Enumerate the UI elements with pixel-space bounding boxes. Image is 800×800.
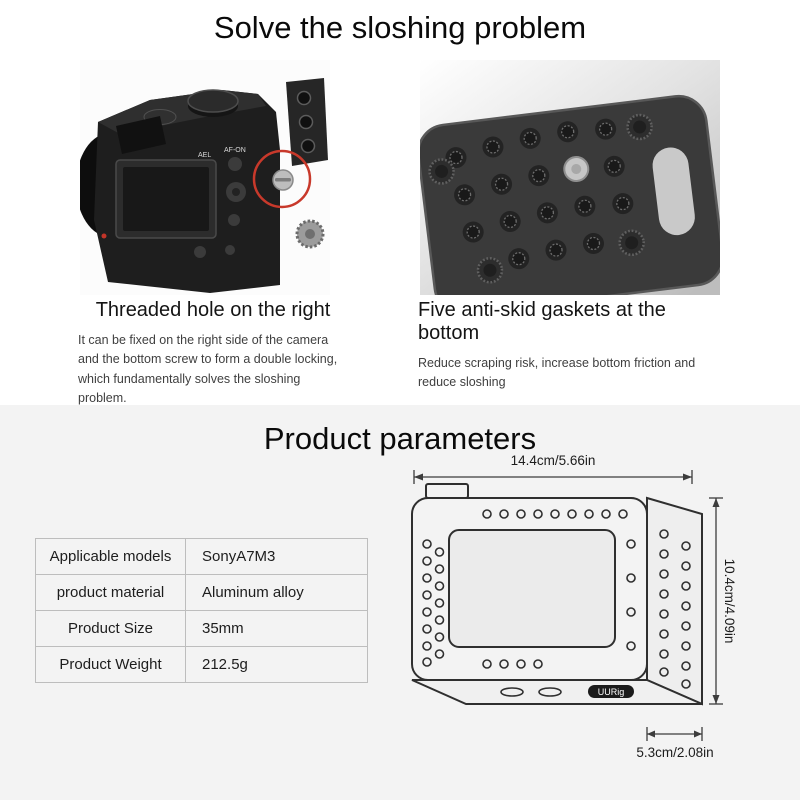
spec-table: Applicable models SonyA7M3 product mater…	[35, 538, 368, 683]
features-section: Solve the sloshing problem	[78, 10, 720, 406]
spec-value: Aluminum alloy	[185, 574, 368, 611]
feature-right-body: Reduce scraping risk, increase bottom fr…	[418, 356, 696, 390]
spec-label: Applicable models	[35, 538, 186, 575]
spec-label: product material	[35, 574, 186, 611]
height-dimension-label: 10.4cm/4.09in	[722, 559, 737, 644]
feature-left-body: It can be fixed on the right side of the…	[78, 333, 338, 406]
red-indicator-dot	[101, 233, 107, 239]
frame-opening	[448, 529, 616, 648]
depth-dimension-line	[646, 727, 703, 741]
cage-front-frame	[411, 483, 648, 681]
cage-side-plate	[646, 496, 703, 706]
thumbscrew	[295, 219, 325, 249]
spec-value: 212.5g	[185, 646, 368, 683]
spec-value: SonyA7M3	[185, 538, 368, 575]
width-dimension-line	[413, 470, 693, 484]
feature-left-heading: Threaded hole on the right	[95, 299, 331, 321]
feature-right: Five anti-skid gaskets at the bottom Red…	[418, 299, 718, 393]
camera-screen	[115, 159, 217, 239]
cold-shoe-mount	[425, 483, 469, 499]
brand-label: UURig	[598, 687, 625, 697]
parameters-title: Product parameters	[263, 421, 537, 456]
parameters-section: Product parameters Applicable models Son…	[0, 405, 800, 800]
spec-label: Product Size	[35, 610, 186, 647]
table-row: Product Size 35mm	[35, 610, 368, 647]
ael-label: AEL	[198, 152, 211, 159]
bottom-plate-photo	[420, 60, 720, 295]
plate-photo-svg	[420, 60, 720, 295]
features-title: Solve the sloshing problem	[213, 10, 587, 45]
camera-buttons	[194, 157, 246, 258]
feature-left: Threaded hole on the right It can be fix…	[78, 299, 348, 409]
cage-base-plate: UURig	[411, 679, 703, 705]
red-circle-annotation	[252, 149, 312, 209]
cage-bracket	[286, 78, 328, 166]
viewfinder-eyecup	[116, 116, 166, 154]
front-frame-holes	[422, 509, 636, 669]
height-dimension-line	[709, 497, 723, 705]
camera-photo: AF-ON AEL	[80, 60, 330, 295]
center-screw	[563, 156, 590, 183]
camera-photo-svg: AF-ON AEL	[80, 60, 330, 295]
camera-body: AF-ON AEL	[80, 89, 280, 293]
bottom-plate	[420, 94, 720, 295]
plate-slot	[652, 147, 695, 236]
feature-right-heading: Five anti-skid gaskets at the bottom	[418, 299, 666, 344]
table-row: Product Weight 212.5g	[35, 646, 368, 683]
af-on-label: AF-ON	[224, 147, 246, 154]
cage-diagram-svg: 14.4cm/5.66in	[411, 453, 737, 760]
width-dimension-label: 14.4cm/5.66in	[511, 453, 596, 468]
table-row: Applicable models SonyA7M3	[35, 538, 368, 575]
mode-dial	[187, 89, 239, 117]
depth-dimension-label: 5.3cm/2.08in	[636, 745, 713, 760]
brand-badge	[588, 685, 634, 698]
cage-diagram: 14.4cm/5.66in	[392, 450, 737, 770]
table-row: product material Aluminum alloy	[35, 574, 368, 611]
threaded-screw	[272, 169, 294, 191]
spec-value: 35mm	[185, 610, 368, 647]
spec-label: Product Weight	[35, 646, 186, 683]
